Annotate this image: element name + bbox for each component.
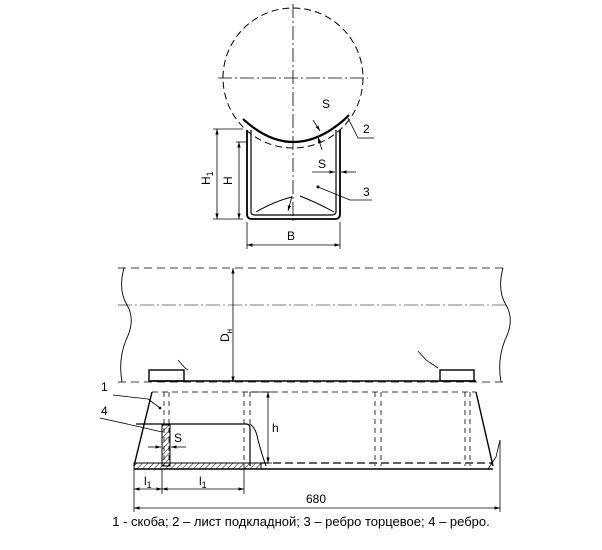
saddle-pad [242, 118, 346, 144]
b-label: B [287, 229, 295, 243]
side-view: Dн h [99, 267, 511, 512]
l1-left-label: l1 [144, 474, 152, 490]
callout-3: 3 [363, 185, 370, 199]
clamp-left-wall [246, 130, 341, 220]
s-top-label: S [322, 97, 330, 111]
h1-label: H1 [199, 171, 215, 185]
pad-cap-left [148, 369, 185, 382]
l1-right-label: l1 [199, 474, 207, 490]
base-plate [133, 462, 262, 470]
rib-4-outline [136, 423, 251, 466]
rib-section [161, 424, 171, 467]
h-small-label: h [272, 421, 279, 435]
s-bottom-label: S [174, 431, 182, 445]
length-label: 680 [306, 492, 326, 506]
dn-label: Dн [218, 329, 234, 342]
callout-1: 1 [101, 380, 108, 394]
pad-cap-right [439, 369, 475, 382]
h-label: H [221, 176, 235, 185]
callout-2: 2 [363, 122, 370, 136]
s-side-label: S [318, 157, 326, 171]
legend-caption: 1 - скоба; 2 – лист подкладной; 3 – ребр… [112, 514, 490, 529]
callout-4: 4 [101, 404, 108, 418]
section-view: H1 H B S S 2 3 [199, 4, 374, 249]
